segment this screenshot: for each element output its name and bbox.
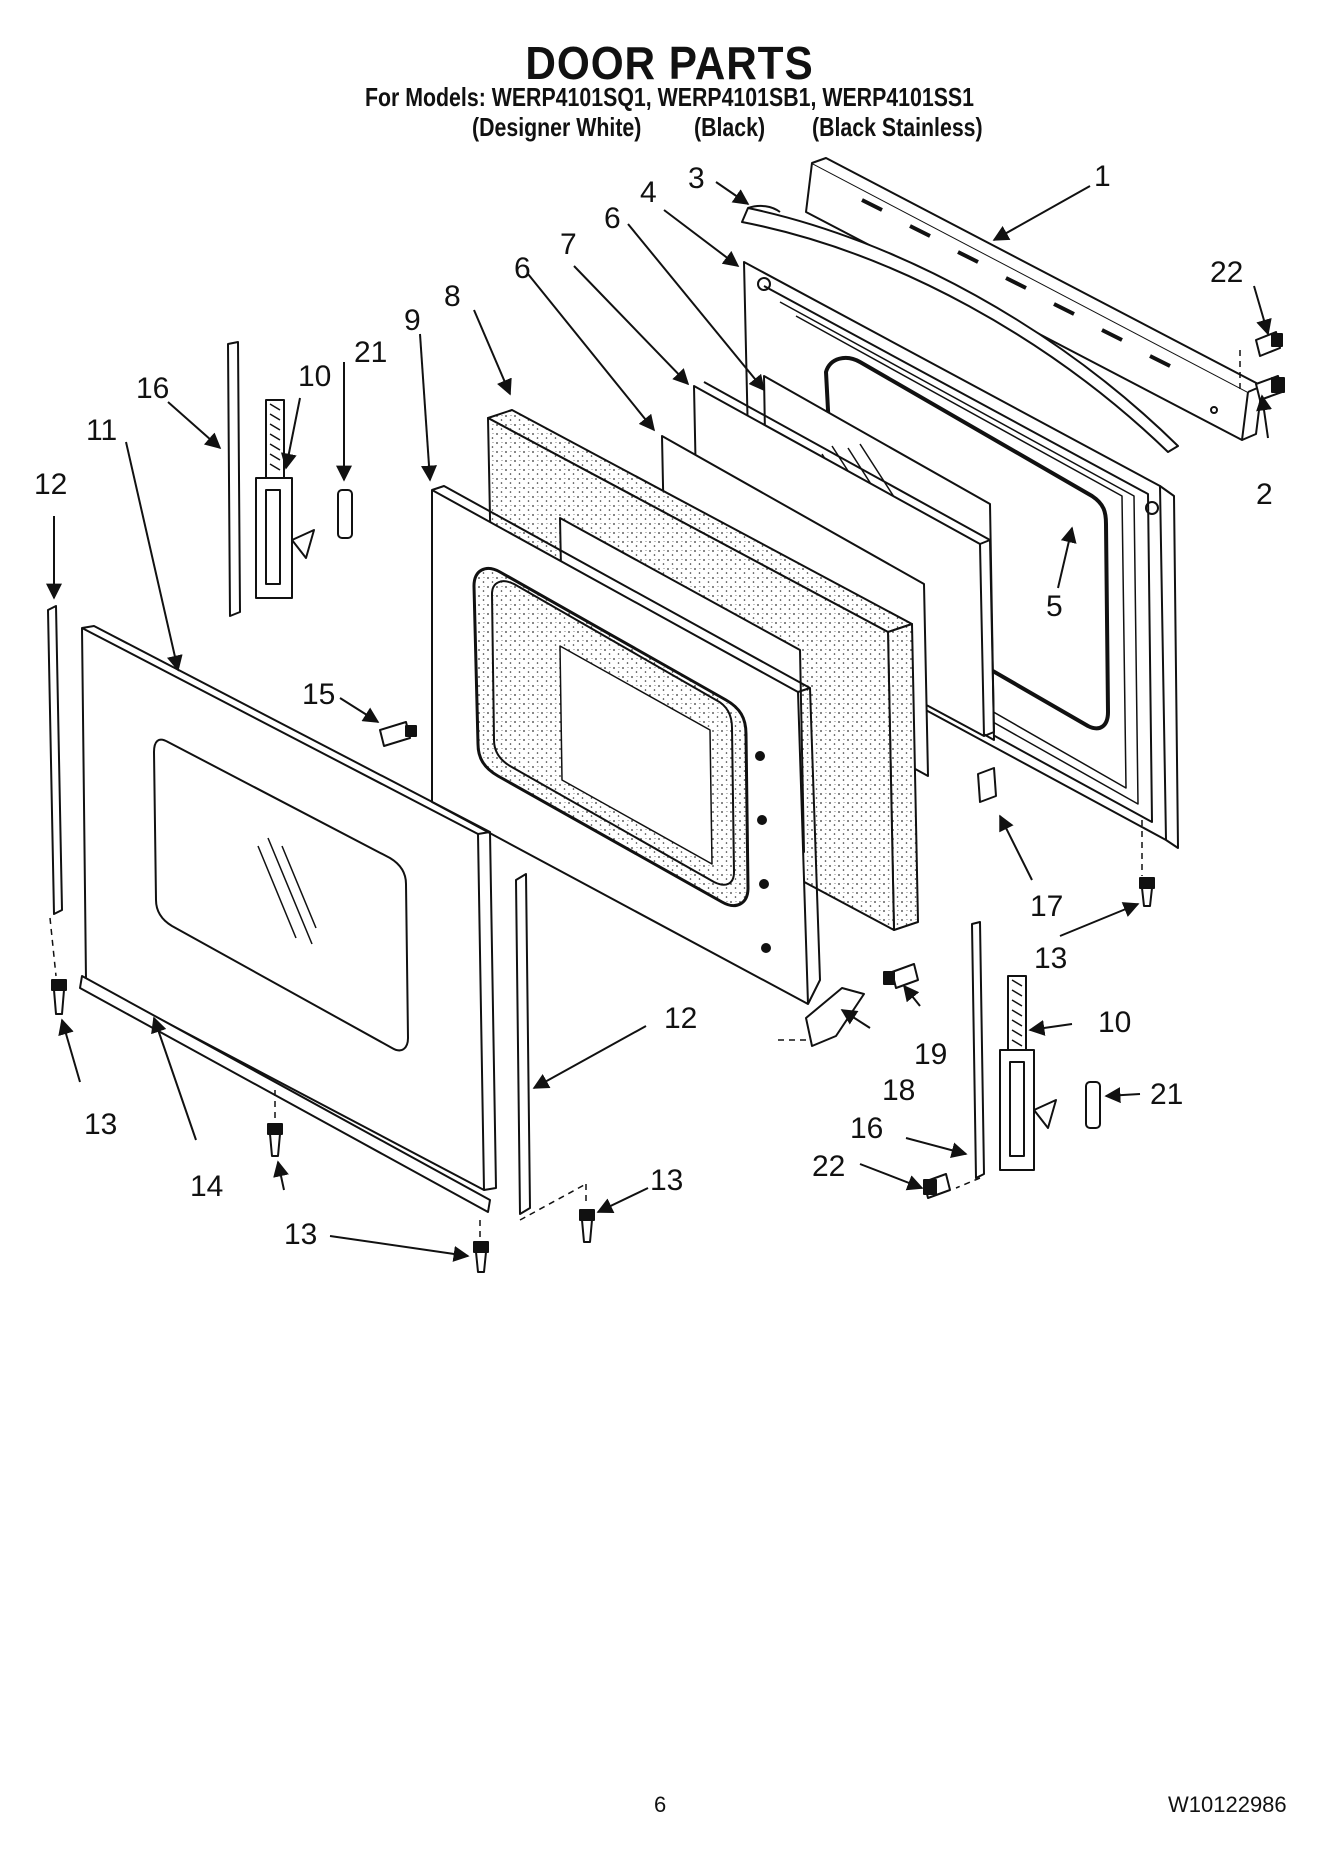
variant-designer-white: (Designer White) bbox=[472, 112, 642, 142]
callout-10-right: 10 bbox=[1098, 1006, 1131, 1039]
document-number: W10122986 bbox=[1168, 1792, 1287, 1817]
part-13-screw-e bbox=[1139, 877, 1155, 907]
callout-21-right: 21 bbox=[1150, 1078, 1183, 1111]
callout-7: 7 bbox=[560, 228, 577, 261]
part-16-hinge-bracket-right bbox=[971, 921, 985, 1179]
model-list: For Models: WERP4101SQ1, WERP4101SB1, WE… bbox=[364, 82, 975, 112]
callout-12-right: 12 bbox=[664, 1002, 697, 1035]
part-12-side-trim-left bbox=[47, 605, 63, 915]
part-1-vent-trim bbox=[805, 157, 1263, 441]
callout-2: 2 bbox=[1256, 478, 1273, 511]
part-22-screw-bottom bbox=[923, 1173, 951, 1199]
callout-11: 11 bbox=[86, 414, 117, 447]
part-3-trim-strip bbox=[741, 204, 1179, 453]
part-9-door-liner bbox=[431, 485, 821, 1005]
leader-lines bbox=[46, 181, 1272, 1262]
part-10-hinge-left bbox=[255, 399, 315, 599]
callout-16-left: 16 bbox=[136, 372, 169, 405]
callout-9: 9 bbox=[404, 304, 421, 337]
part-16-hinge-bracket-left bbox=[227, 341, 241, 617]
callout-5: 5 bbox=[1046, 590, 1063, 623]
part-13-screw-a bbox=[51, 979, 67, 1015]
callout-labels: 1 2 3 4 5 6 6 7 8 9 10 10 11 12 12 13 13… bbox=[34, 160, 1273, 1251]
part-13-screw-d bbox=[579, 1209, 595, 1243]
callout-13-a: 13 bbox=[84, 1108, 117, 1141]
callout-8: 8 bbox=[444, 280, 461, 313]
part-14-bottom-trim bbox=[79, 975, 491, 1213]
part-13-screw-c bbox=[473, 1241, 489, 1273]
callout-6-front: 6 bbox=[514, 252, 531, 285]
callout-13-c: 13 bbox=[650, 1164, 683, 1197]
callout-18: 18 bbox=[882, 1074, 915, 1107]
callout-14: 14 bbox=[190, 1170, 223, 1203]
callout-3: 3 bbox=[688, 162, 705, 195]
page-title: DOOR PARTS bbox=[525, 37, 814, 89]
model-variants: (Designer White) (Black) (Black Stainles… bbox=[0, 112, 1339, 144]
callout-16-right: 16 bbox=[850, 1112, 883, 1145]
variant-black-stainless: (Black Stainless) bbox=[812, 112, 983, 142]
callout-19: 19 bbox=[914, 1038, 947, 1071]
part-19-screw bbox=[883, 963, 919, 989]
part-11-outer-glass-door bbox=[81, 625, 497, 1191]
part-21-hinge-shim-right bbox=[1085, 1081, 1101, 1129]
callout-13-b: 13 bbox=[284, 1218, 317, 1251]
callout-22-bottom: 22 bbox=[812, 1150, 845, 1183]
callout-1: 1 bbox=[1094, 160, 1111, 193]
callout-12-left: 12 bbox=[34, 468, 67, 501]
part-18-bracket bbox=[805, 987, 865, 1047]
part-17-clip bbox=[977, 767, 997, 803]
callout-4: 4 bbox=[640, 176, 657, 209]
part-15-screw bbox=[379, 721, 417, 747]
callout-15: 15 bbox=[302, 678, 335, 711]
part-10-hinge-right bbox=[999, 975, 1057, 1171]
callout-13-d: 13 bbox=[1034, 942, 1067, 975]
callout-10-left: 10 bbox=[298, 360, 331, 393]
part-22-screw-top bbox=[1255, 331, 1283, 357]
part-2-screw bbox=[1255, 375, 1285, 401]
variant-black: (Black) bbox=[694, 112, 766, 142]
callout-6-rear: 6 bbox=[604, 202, 621, 235]
alignment-lines bbox=[49, 350, 1241, 1240]
callout-17: 17 bbox=[1030, 890, 1063, 923]
part-21-hinge-shim-left bbox=[337, 489, 353, 539]
page-number: 6 bbox=[654, 1792, 667, 1817]
callout-22-top: 22 bbox=[1210, 256, 1243, 289]
part-13-screw-b bbox=[267, 1123, 283, 1157]
part-12-side-trim-right bbox=[515, 873, 531, 1215]
callout-21-left: 21 bbox=[354, 336, 387, 369]
